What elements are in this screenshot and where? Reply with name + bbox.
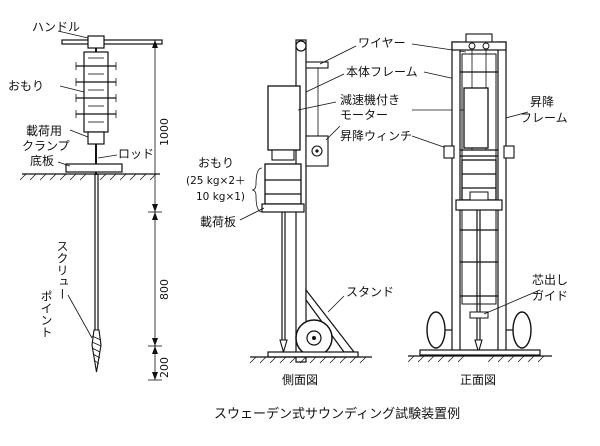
dimension-line (148, 39, 162, 381)
handle-label: ハンドル (32, 20, 80, 34)
rod-label: ロッド (118, 147, 154, 161)
side-loading-plate-label: 載荷板 (200, 215, 236, 229)
side-view-title: 側面図 (282, 373, 318, 387)
front-wheel-left (426, 311, 446, 349)
front-frame-left (451, 41, 461, 355)
front-view-diagram: 昇降 フレーム 芯出し ガイド 正面図 (407, 33, 568, 387)
figure-caption: スウェーデン式サウンディング試験装置例 (214, 406, 460, 422)
weight-stack (75, 51, 117, 133)
handle-hub (87, 35, 105, 49)
front-centering-guide (469, 311, 489, 319)
side-view-diagram: おもり (25 kg×2＋ 10 kg×1) 載荷板 スタンド 側面図 (186, 39, 394, 387)
dim-800-label: 800 (158, 279, 171, 300)
front-wheel-right (512, 311, 532, 349)
side-weight-spec-2: 10 kg×1) (196, 191, 245, 203)
side-weight-spec-1: (25 kg×2＋ (186, 175, 246, 187)
side-weights (264, 163, 302, 205)
handle-bar (61, 39, 163, 45)
side-weight-label: おもり (198, 156, 234, 170)
clamp-label-1: 載荷用 (26, 124, 62, 138)
front-motor (463, 87, 489, 149)
screw-point-label-2: ポイント (39, 290, 53, 338)
wire-label: ワイヤー (358, 36, 406, 50)
dim-200-label: 200 (158, 357, 171, 378)
side-loading-plate (261, 203, 305, 213)
side-top-pulley (295, 40, 307, 52)
front-view-title: 正面図 (460, 373, 496, 387)
side-motor (267, 85, 301, 151)
lift-winch-label: 昇降ウィンチ (340, 129, 412, 143)
base-plate (65, 163, 123, 173)
rod-apparatus-diagram: ハンドル おもり 載荷用 クランプ 底板 ロッド スクリュー ポイント 1000… (8, 20, 171, 381)
screw-point-label-1: スクリュー (55, 240, 69, 300)
main-frame-label: 本体フレーム (346, 65, 418, 79)
clamp-label-2: クランプ (22, 139, 70, 153)
gear-motor-label-1: 減速機付き (340, 92, 400, 107)
centering-guide-label-2: ガイド (532, 289, 568, 303)
gear-motor-label-2: モーター (340, 108, 388, 122)
side-stand-label: スタンド (346, 285, 394, 299)
base-plate-label: 底板 (30, 153, 54, 168)
lift-frame-label-1: 昇降 (530, 95, 554, 109)
centering-guide-label-1: 芯出し (532, 273, 568, 287)
lift-frame-label-2: フレーム (520, 111, 568, 125)
dim-1000-label: 1000 (158, 118, 171, 146)
weight-label: おもり (8, 79, 44, 93)
loading-clamp (87, 131, 105, 145)
center-labels: ワイヤー 本体フレーム 減速機付き モーター 昇降ウィンチ (340, 36, 468, 153)
